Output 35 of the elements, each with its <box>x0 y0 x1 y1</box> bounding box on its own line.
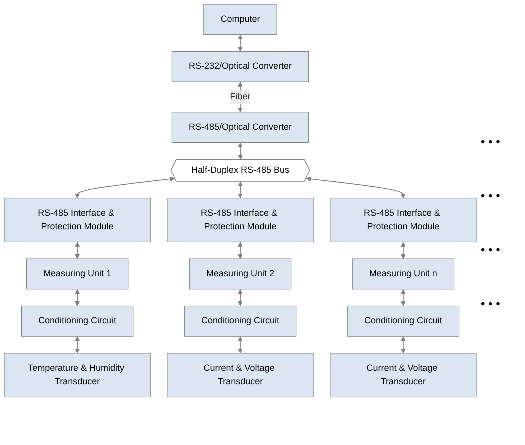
arrow <box>238 34 243 52</box>
ellipsis-mark: • • • <box>481 296 502 310</box>
node-box: RS-232/Optical Converter <box>172 51 310 82</box>
node-box: Conditioning Circuit <box>21 306 134 337</box>
arrow <box>75 336 80 354</box>
arrow <box>238 142 244 160</box>
edge-label: Fiber <box>230 92 251 102</box>
arrow <box>75 289 80 306</box>
node-box: RS-485 Interface & Protection Module <box>4 198 151 242</box>
arrow <box>400 289 406 306</box>
arrow <box>238 182 244 199</box>
arrow <box>238 242 243 260</box>
node-box: RS-485 Interface & Protection Module <box>167 198 314 242</box>
arrow <box>75 242 80 260</box>
node-box: Conditioning Circuit <box>184 306 297 337</box>
arrow <box>238 336 243 354</box>
arrow <box>306 176 406 199</box>
node-box: Current & Voltage Transducer <box>167 353 314 398</box>
arrow <box>238 82 243 113</box>
node-box: Computer <box>204 4 278 36</box>
node-box: Current & Voltage Transducer <box>330 353 477 398</box>
ellipsis-mark: • • • <box>481 134 502 148</box>
node-box: RS-485/Optical Converter <box>172 112 310 143</box>
node-box: Temperature & Humidity Transducer <box>4 353 151 398</box>
arrow <box>400 242 406 260</box>
arrow <box>400 336 406 354</box>
ellipsis-mark: • • • <box>481 188 502 202</box>
node-box: Measuring Unit 1 <box>26 258 129 290</box>
ellipsis-mark: • • • <box>481 242 502 256</box>
arrow <box>238 289 243 306</box>
arrow <box>75 176 176 199</box>
node-box: Conditioning Circuit <box>347 306 460 337</box>
node-box: RS-485 Interface & Protection Module <box>330 198 477 242</box>
node-box: Measuring Unit 2 <box>189 258 292 290</box>
node-box: Measuring Unit n <box>352 258 455 290</box>
